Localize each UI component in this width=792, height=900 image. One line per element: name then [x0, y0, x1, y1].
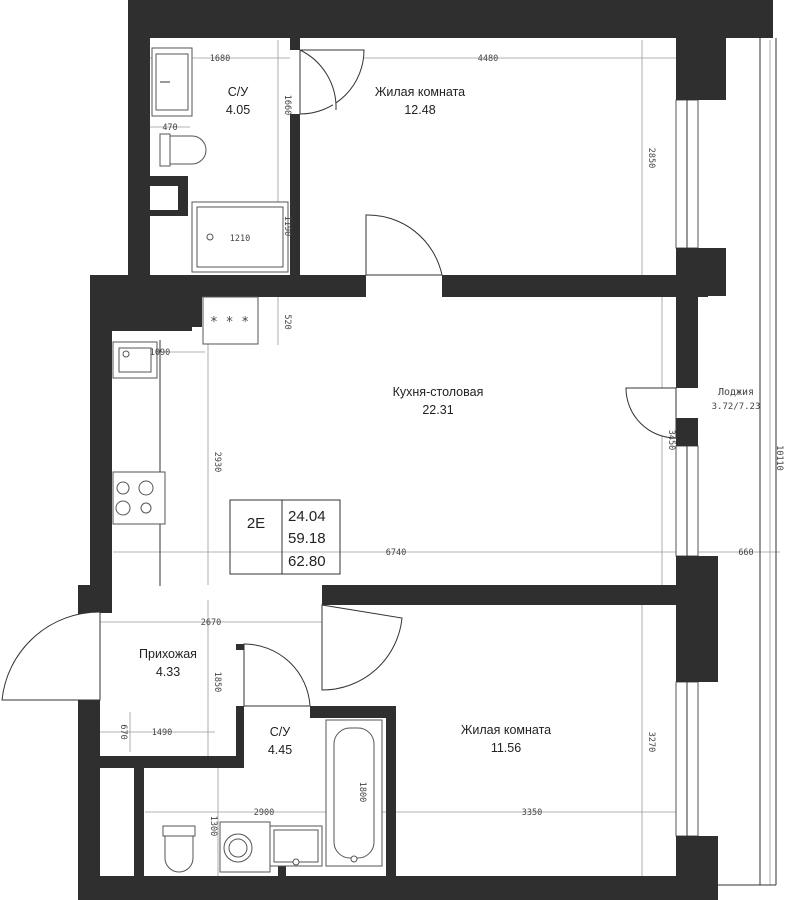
walls [78, 0, 773, 900]
room-name-bath-bottom: С/У [270, 725, 291, 739]
loggia-outline [718, 38, 777, 886]
dim-2930: 2930 [212, 452, 222, 472]
dim-2670: 2670 [201, 618, 221, 628]
room-area-loggia: 3.72/7.23 [712, 402, 761, 412]
sink-icon [151, 47, 193, 117]
room-area-living-bottom: 11.56 [491, 741, 521, 755]
dim-3270: 3270 [646, 732, 656, 752]
svg-text:* * *: * * * [210, 315, 249, 330]
door-bath-bottom [243, 643, 311, 707]
toilet-icon [159, 133, 207, 167]
living-area-value: 24.04 [288, 508, 326, 525]
dim-2900: 2900 [254, 808, 274, 818]
stove-icon: * * * [202, 296, 259, 345]
shower-tray-icon [191, 201, 289, 273]
room-name-kitchen: Кухня-столовая [393, 385, 484, 399]
dim-3350: 3350 [522, 808, 542, 818]
dim-1850: 1850 [212, 672, 222, 692]
dim-1210: 1210 [230, 234, 250, 244]
room-area-hall: 4.33 [156, 665, 180, 679]
hob-burner-icon [112, 471, 166, 525]
windows [675, 99, 699, 837]
room-area-kitchen: 22.31 [422, 403, 453, 417]
dim-520: 520 [282, 314, 292, 329]
dim-1490: 1490 [152, 728, 172, 738]
dim-670: 670 [118, 724, 128, 739]
room-name-living-top: Жилая комната [375, 85, 465, 99]
total-with-loggia-value: 62.80 [288, 553, 326, 570]
dim-4480: 4480 [478, 54, 498, 64]
fixtures: * * * [112, 47, 383, 873]
dim-1680: 1680 [210, 54, 230, 64]
toilet-icon [162, 825, 196, 873]
total-area-value: 59.18 [288, 530, 326, 547]
door-living-top [365, 214, 443, 276]
doors [1, 49, 677, 707]
room-labels: С/У 4.05 Жилая комната 12.48 Кухня-столо… [139, 85, 760, 757]
room-name-loggia: Лоджия [718, 387, 754, 398]
sink-icon [112, 341, 158, 379]
dim-470: 470 [162, 123, 177, 133]
sink-icon [269, 825, 323, 867]
dim-1190: 1190 [282, 216, 292, 236]
dim-1660: 1660 [282, 95, 292, 115]
dim-660: 660 [738, 548, 753, 558]
dim-6740: 6740 [386, 548, 406, 558]
room-area-bath-top: 4.05 [226, 103, 250, 117]
dim-1800: 1800 [357, 782, 367, 802]
bathtub-icon [325, 719, 383, 867]
washing-machine-icon [219, 821, 271, 873]
dimension-labels: 1680 4480 1660 470 2850 1190 1210 520 10… [118, 54, 784, 836]
dim-10110: 10110 [774, 445, 784, 471]
room-name-hall: Прихожая [139, 647, 197, 661]
apartment-type: 2Е [247, 515, 265, 532]
dim-3450: 3450 [666, 430, 676, 450]
dim-1090: 1090 [150, 348, 170, 358]
door-living-bottom [321, 604, 403, 691]
door-entrance [1, 611, 101, 701]
summary-table: 2Е 24.04 59.18 62.80 [229, 499, 341, 575]
room-area-bath-bottom: 4.45 [268, 743, 292, 757]
room-name-living-bottom: Жилая комната [461, 723, 551, 737]
room-name-bath-top: С/У [228, 85, 249, 99]
door-loggia [625, 387, 677, 439]
dim-1300: 1300 [208, 816, 218, 836]
room-area-living-top: 12.48 [404, 103, 435, 117]
dim-2850: 2850 [646, 148, 656, 168]
